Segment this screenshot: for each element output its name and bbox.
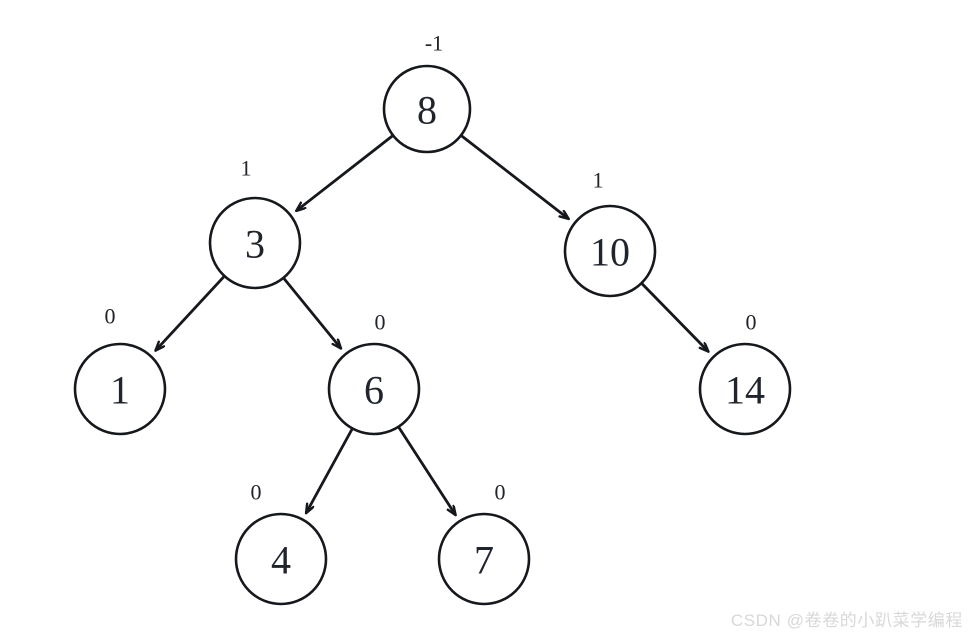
node-value-1: 1 <box>110 368 130 413</box>
balance-factor-label-1: 0 <box>105 304 116 329</box>
balance-factor-label-8: -1 <box>425 31 443 56</box>
tree-edge-8-to-10 <box>460 134 568 219</box>
balance-factor-label-3: 1 <box>241 156 252 181</box>
tree-node-10[interactable]: 10 <box>563 204 657 298</box>
balance-factor-label-10: 1 <box>593 168 604 193</box>
tree-node-7[interactable]: 7 <box>437 512 531 606</box>
node-value-3: 3 <box>245 222 265 267</box>
node-value-8: 8 <box>417 88 437 133</box>
node-value-10: 10 <box>590 230 630 275</box>
node-value-6: 6 <box>364 368 384 413</box>
node-circle-4 <box>234 512 328 606</box>
node-circle-8 <box>382 64 472 154</box>
watermark-text: CSDN @卷卷的小趴菜学编程 <box>730 611 963 630</box>
node-circle-10 <box>563 204 657 298</box>
node-value-14: 14 <box>725 368 765 413</box>
balance-factor-label-4: 0 <box>251 480 262 505</box>
node-circle-6 <box>327 342 421 436</box>
balance-factor-label-6: 0 <box>375 310 386 335</box>
tree-edge-10-to-14 <box>640 282 708 351</box>
tree-edge-6-to-4 <box>306 427 354 512</box>
balance-factor-label-14: 0 <box>746 310 757 335</box>
node-circle-14 <box>698 342 792 436</box>
tree-node-8[interactable]: 8 <box>382 64 472 154</box>
node-circle-1 <box>73 342 167 436</box>
balance-factor-label-7: 0 <box>495 480 506 505</box>
tree-edge-6-to-7 <box>397 426 455 515</box>
node-circle-3 <box>208 196 302 290</box>
node-value-7: 7 <box>474 538 494 583</box>
tree-node-3[interactable]: 3 <box>208 196 302 290</box>
tree-node-6[interactable]: 6 <box>327 342 421 436</box>
edges-layer <box>156 134 708 515</box>
tree-edge-8-to-3 <box>297 134 394 210</box>
tree-edge-3-to-1 <box>156 275 226 350</box>
tree-node-4[interactable]: 4 <box>234 512 328 606</box>
tree-edge-3-to-6 <box>282 277 340 348</box>
node-value-4: 4 <box>271 538 291 583</box>
tree-node-1[interactable]: 1 <box>73 342 167 436</box>
node-circle-7 <box>437 512 531 606</box>
tree-node-14[interactable]: 14 <box>698 342 792 436</box>
